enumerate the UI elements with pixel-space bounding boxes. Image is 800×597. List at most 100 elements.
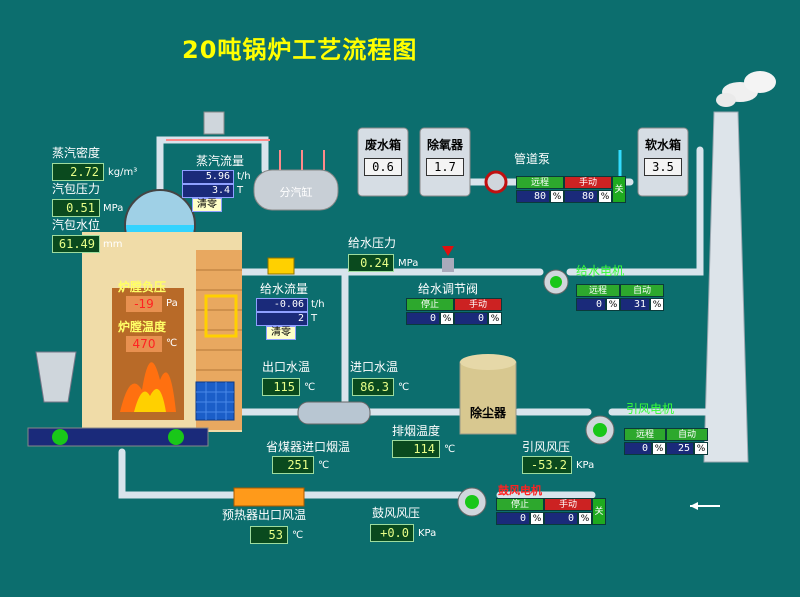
feed-valve-icon[interactable] bbox=[442, 246, 454, 256]
preheater-air-temp-label: 预热器出口风温 bbox=[222, 508, 307, 522]
waste-tank-label: 废水箱 bbox=[364, 138, 401, 152]
preheater-air-temp-unit: ℃ bbox=[292, 530, 304, 541]
page-title: 20吨锅炉工艺流程图 bbox=[182, 36, 418, 64]
steam-header bbox=[253, 169, 339, 211]
chimney bbox=[703, 111, 749, 463]
induced-motor-mode1[interactable]: 远程 bbox=[624, 428, 666, 441]
feed-valve-v2: 0 bbox=[454, 312, 488, 325]
exhaust-temp-label: 排烟温度 bbox=[392, 424, 441, 438]
chain-grate bbox=[27, 427, 209, 447]
blower-motor-mode1[interactable]: 停止 bbox=[496, 498, 544, 511]
feed-motor-mode2[interactable]: 自动 bbox=[620, 284, 664, 297]
feed-valve-u2: % bbox=[488, 312, 502, 325]
pipe-pump-close-button[interactable]: 关 bbox=[612, 176, 626, 203]
steam-header-label: 分汽缸 bbox=[279, 186, 313, 199]
furnace-pressure-unit: Pa bbox=[166, 298, 178, 309]
pipe-pump-v1: 80 bbox=[516, 190, 550, 203]
exhaust-temp-value: 114 bbox=[392, 440, 440, 458]
inlet-water-temp-value: 86.3 bbox=[352, 378, 394, 396]
steam-flow-reset-button[interactable]: 清零 bbox=[192, 198, 222, 212]
feed-motor-v1: 0 bbox=[576, 298, 606, 311]
feed-pressure-label: 给水压力 bbox=[348, 236, 397, 250]
steam-flow-unit1: t/h bbox=[237, 171, 251, 182]
dust-collector-label: 除尘器 bbox=[469, 406, 506, 420]
pipe-pump-mode1[interactable]: 远程 bbox=[516, 176, 564, 189]
feed-pressure-unit: MPa bbox=[398, 258, 419, 269]
feed-valve-mode2[interactable]: 手动 bbox=[454, 298, 502, 311]
superheater-coil bbox=[204, 294, 238, 338]
outlet-water-temp-value: 115 bbox=[262, 378, 300, 396]
induced-pressure-unit: KPa bbox=[576, 460, 595, 471]
blower-pressure-label: 鼓风风压 bbox=[372, 506, 421, 520]
economizer-grid bbox=[195, 381, 235, 421]
economizer bbox=[297, 401, 371, 425]
steam-flow-meter bbox=[203, 111, 225, 135]
drum-pressure-label: 汽包压力 bbox=[52, 182, 101, 196]
preheater-air-temp-value: 53 bbox=[250, 526, 288, 544]
blower-motor-mode2[interactable]: 手动 bbox=[544, 498, 592, 511]
dust-collector bbox=[459, 361, 517, 435]
steam-density-label: 蒸汽密度 bbox=[52, 146, 101, 160]
feed-motor-u2: % bbox=[650, 298, 664, 311]
coal-hopper bbox=[35, 351, 77, 403]
pipe-pump-mode2[interactable]: 手动 bbox=[564, 176, 612, 189]
furnace-pressure-label: 炉膛负压 bbox=[118, 280, 167, 294]
feed-motor-mode1[interactable]: 远程 bbox=[576, 284, 620, 297]
inlet-water-temp-unit: ℃ bbox=[398, 382, 410, 393]
feed-motor-v2: 31 bbox=[620, 298, 650, 311]
steam-flow-value2: 3.4 bbox=[182, 184, 234, 198]
pipe-pump-u2: % bbox=[598, 190, 612, 203]
feed-flow-unit2: T bbox=[311, 313, 318, 324]
pipe-pump-icon[interactable] bbox=[484, 170, 508, 194]
blower-motor-label: 鼓风电机 bbox=[498, 484, 542, 497]
steam-flow-value1: 5.96 bbox=[182, 170, 234, 184]
waste-tank-value: 0.6 bbox=[364, 158, 402, 176]
induced-motor-mode2[interactable]: 自动 bbox=[666, 428, 708, 441]
economizer-flue-temp-value: 251 bbox=[272, 456, 314, 474]
induced-pressure-value: -53.2 bbox=[522, 456, 572, 474]
furnace-temp-value: 470 bbox=[126, 336, 162, 352]
pipe-pump-label: 管道泵 bbox=[514, 152, 551, 166]
soft-tank-label: 软水箱 bbox=[644, 138, 681, 152]
oxygen-tank-value: 1.7 bbox=[426, 158, 464, 176]
blower-motor-u2: % bbox=[578, 512, 592, 525]
pipe-pump-u1: % bbox=[550, 190, 564, 203]
steam-flow-label: 蒸汽流量 bbox=[196, 154, 245, 168]
feed-flow-value1: -0.06 bbox=[256, 298, 308, 312]
blower-pressure-unit: KPa bbox=[418, 528, 437, 539]
air-preheater bbox=[233, 487, 305, 507]
steam-flow-unit2: T bbox=[237, 185, 244, 196]
feed-flow-reset-button[interactable]: 清零 bbox=[266, 326, 296, 340]
drum-level-label: 汽包水位 bbox=[52, 218, 101, 232]
furnace-temp-label: 炉膛温度 bbox=[118, 320, 167, 334]
induced-motor-u1: % bbox=[652, 442, 666, 455]
feed-valve-u1: % bbox=[440, 312, 454, 325]
economizer-flue-temp-label: 省煤器进口烟温 bbox=[266, 440, 351, 454]
blower-motor-u1: % bbox=[530, 512, 544, 525]
furnace-temp-unit: ℃ bbox=[166, 338, 178, 349]
economizer-flue-temp-unit: ℃ bbox=[318, 460, 330, 471]
steam-density-value: 2.72 bbox=[52, 163, 104, 181]
feed-pressure-value: 0.24 bbox=[348, 254, 394, 272]
feed-flow-value2: 2 bbox=[256, 312, 308, 326]
induced-motor-u2: % bbox=[694, 442, 708, 455]
outlet-water-temp-label: 出口水温 bbox=[262, 360, 311, 374]
outlet-water-temp-unit: ℃ bbox=[304, 382, 316, 393]
oxygen-tank-label: 除氧器 bbox=[426, 138, 463, 152]
feed-motor-label: 给水电机 bbox=[576, 264, 625, 278]
feed-valve-v1: 0 bbox=[406, 312, 440, 325]
blower-motor-v2: 0 bbox=[544, 512, 578, 525]
feed-flow-label: 给水流量 bbox=[260, 282, 309, 296]
feed-flow-meter bbox=[267, 257, 295, 275]
blower-pressure-value: +0.0 bbox=[370, 524, 414, 542]
feed-valve-label: 给水调节阀 bbox=[418, 282, 479, 296]
exhaust-temp-unit: ℃ bbox=[444, 444, 456, 455]
furnace-pressure-value: -19 bbox=[126, 296, 162, 312]
blower-motor-close-button[interactable]: 关 bbox=[592, 498, 606, 525]
induced-pressure-label: 引风风压 bbox=[522, 440, 571, 454]
blower-motor-v1: 0 bbox=[496, 512, 530, 525]
feed-valve-mode1[interactable]: 停止 bbox=[406, 298, 454, 311]
drum-level-value: 61.49 bbox=[52, 235, 100, 253]
